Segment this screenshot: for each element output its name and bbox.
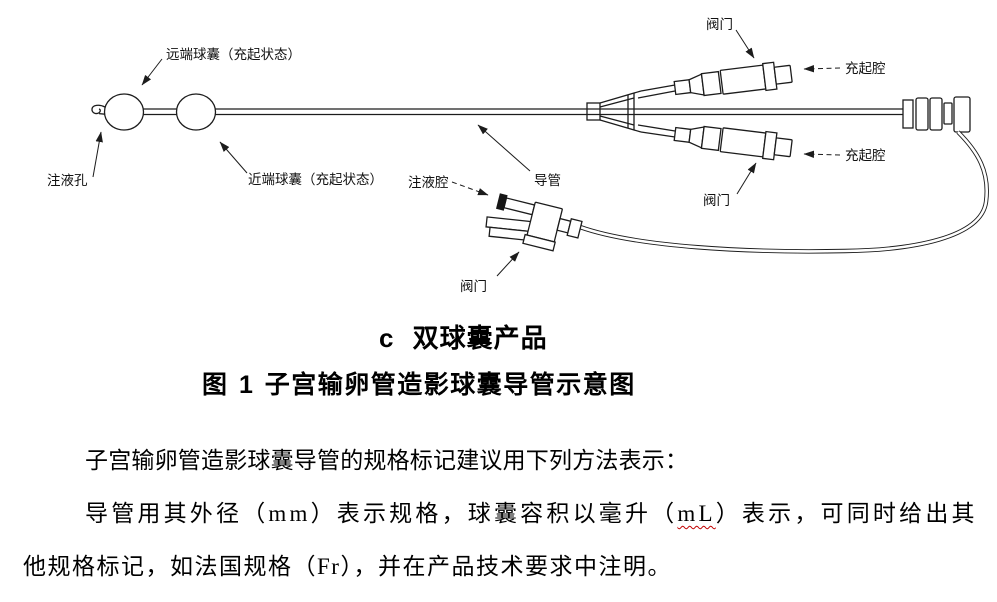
catheter-tip-injection-hole	[91, 104, 106, 115]
leader-catheter	[477, 124, 531, 172]
label-proximal-balloon: 近端球囊（充起状态）	[248, 171, 383, 187]
distal-balloon	[103, 93, 145, 131]
leader-valve-lower	[736, 162, 757, 195]
leader-valve-port	[496, 251, 520, 277]
spellcheck-underlined-ml: mL	[677, 501, 716, 526]
label-distal-balloon: 远端球囊（充起状态）	[166, 46, 301, 62]
label-valve-port: 阀门	[460, 279, 487, 294]
leader-injection-lumen	[451, 181, 489, 196]
leader-distal-balloon	[141, 58, 163, 86]
proximal-connector	[902, 96, 971, 133]
inflation-tube	[579, 130, 989, 254]
catheter-shaft	[105, 108, 906, 116]
figure-subcaption: c 双球囊产品	[379, 323, 548, 353]
label-inflation-lumen-lower: 充起腔	[845, 148, 886, 163]
line2-post: ）表示，可同时给出其	[715, 501, 978, 526]
label-inflation-lumen-upper: 充起腔	[845, 61, 886, 76]
upper-valve-assembly	[673, 61, 793, 97]
leader-inflation-upper	[803, 65, 841, 73]
lower-valve-assembly	[673, 125, 793, 161]
label-injection-hole: 注液孔	[47, 173, 88, 188]
injection-port-assembly	[485, 193, 583, 252]
body-paragraphs: 子宫输卵管造影球囊导管的规格标记建议用下列方法表示： 导管用其外径（mm）表示规…	[23, 434, 983, 593]
proximal-balloon	[175, 93, 217, 131]
label-catheter: 导管	[534, 173, 561, 188]
leader-injection-hole	[92, 131, 103, 178]
paragraph-line-3: 他规格标记，如法国规格（Fr），并在产品技术要求中注明。	[23, 554, 672, 579]
leader-proximal-balloon	[219, 141, 248, 174]
leader-lines	[92, 29, 841, 277]
label-valve-lower: 阀门	[703, 193, 730, 208]
figure-caption: 图 1 子宫输卵管造影球囊导管示意图	[202, 371, 636, 399]
paragraph-line-2: 导管用其外径（mm）表示规格，球囊容积以毫升（mL）表示，可同时给出其	[23, 487, 983, 540]
figure-diagram: 远端球囊（充起状态） 注液孔 近端球囊（充起状态） 注液腔 导管 阀门 充起腔 …	[47, 17, 989, 294]
line2-pre: 导管用其外径（mm）表示规格，球囊容积以毫升（	[85, 501, 678, 526]
paragraph-line-1: 子宫输卵管造影球囊导管的规格标记建议用下列方法表示：	[85, 448, 689, 473]
leader-valve-upper	[735, 29, 755, 59]
leader-inflation-lower	[803, 150, 841, 158]
label-valve-upper: 阀门	[706, 17, 733, 32]
label-injection-lumen: 注液腔	[408, 175, 449, 190]
branch-tubes	[637, 84, 676, 138]
y-hub	[586, 90, 642, 133]
